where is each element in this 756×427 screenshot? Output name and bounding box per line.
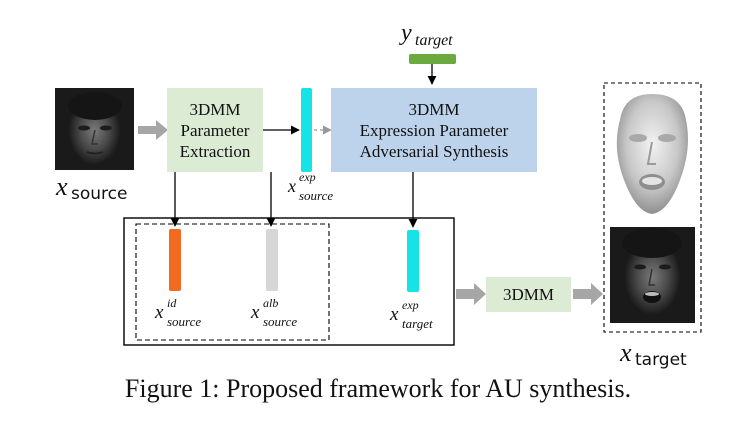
adversarial-synthesis-label: 3DMM Expression Parameter Adversarial Sy… (359, 99, 509, 161)
exp-source-vector (301, 88, 312, 172)
adversarial-synthesis-box: 3DMM Expression Parameter Adversarial Sy… (331, 88, 537, 172)
renderer-3dmm-box: 3DMM (486, 277, 571, 312)
mesh-face-drawing (616, 94, 688, 214)
parameter-extraction-box: 3DMM Parameter Extraction (167, 88, 263, 172)
mesh-output-image (610, 90, 695, 218)
y-target-vector (409, 54, 456, 64)
gray-arrow-source-to-extraction (138, 120, 168, 140)
source-face-drawing (68, 92, 122, 155)
id-source-vector (169, 229, 181, 291)
figure-caption: Figure 1: Proposed framework for AU synt… (124, 374, 632, 403)
source-code-dashed-frame (135, 223, 330, 341)
x-exp-target-label: x exp target (390, 298, 433, 331)
exp-target-vector (407, 230, 419, 292)
target-face-image (610, 227, 695, 323)
x-alb-source-label: x alb source (251, 296, 298, 329)
gray-arrow-frame-to-renderer (456, 283, 486, 305)
x-id-source-label: x id source (155, 296, 202, 329)
gray-arrow-renderer-to-output (573, 283, 603, 305)
source-face-image (55, 88, 134, 170)
parameter-extraction-label: 3DMM Parameter Extraction (179, 99, 251, 161)
x-exp-source-label: x exp source (288, 170, 334, 203)
latent-code-frame (123, 217, 455, 346)
alb-source-vector (266, 229, 278, 291)
renderer-3dmm-label: 3DMM (502, 285, 554, 304)
output-dashed-frame (603, 82, 702, 333)
target-face-drawing (622, 228, 682, 303)
